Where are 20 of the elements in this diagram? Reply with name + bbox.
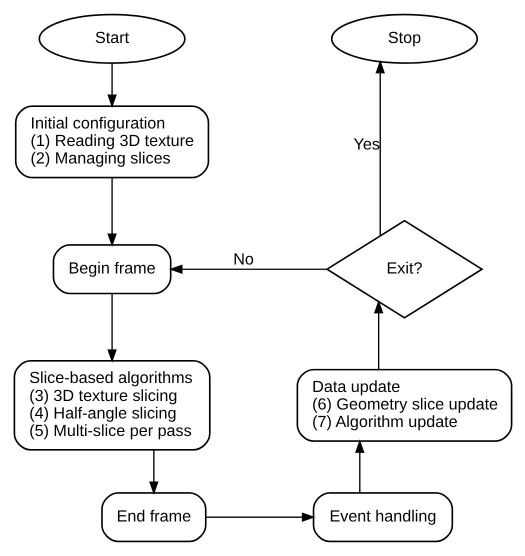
node-ellipse: Start xyxy=(38,14,186,64)
node-box: Slice-based algorithms (3) 3D texture slicing (4) Half-angle slicing (5) Multi-slice per pass xyxy=(13,360,210,451)
arrow xyxy=(148,450,158,495)
node-box: Data update (6) Geometry slice update (7) Algorithm update xyxy=(296,368,512,442)
arrow xyxy=(106,178,116,247)
edge-label: Yes xyxy=(353,136,380,154)
arrow xyxy=(373,300,383,370)
arrow xyxy=(375,60,384,236)
node-box: Event handling xyxy=(312,492,453,542)
node-box: Initial configuration (1) Reading 3D texture (2) Managing slices xyxy=(14,105,209,178)
node-diamond: Exit? xyxy=(324,220,483,319)
node-box: Begin frame xyxy=(52,244,171,294)
node-ellipse: Stop xyxy=(330,14,478,64)
arrow xyxy=(168,264,326,274)
node-box: End frame xyxy=(100,492,206,542)
arrow xyxy=(106,63,116,108)
edge-label: No xyxy=(232,250,254,269)
arrow xyxy=(205,512,315,522)
arrow xyxy=(106,294,116,363)
arrow xyxy=(354,439,364,493)
